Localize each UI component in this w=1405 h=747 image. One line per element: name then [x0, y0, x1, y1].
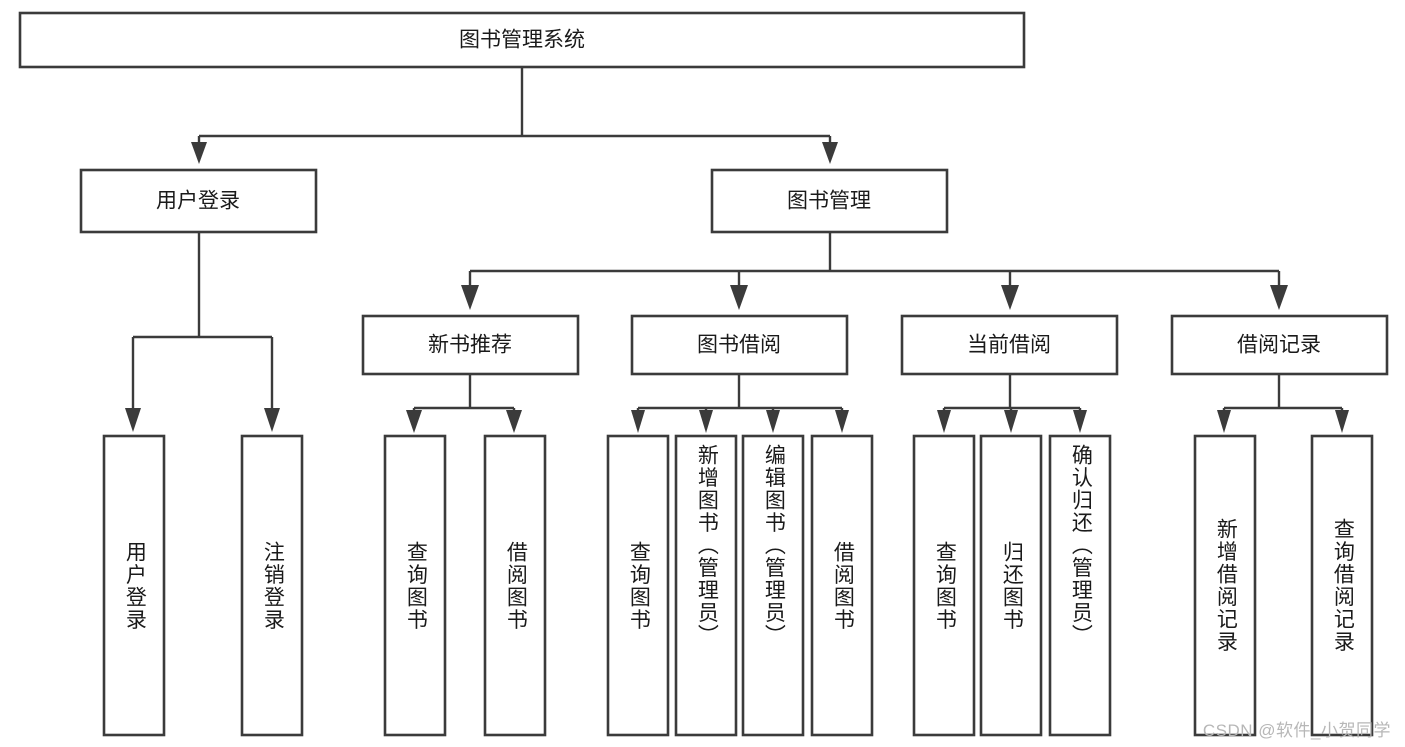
connector-group-book-borrow — [631, 374, 849, 433]
arrow-head-leaf-query-record — [1335, 410, 1349, 433]
arrow-head-leaf-add-book — [699, 410, 713, 433]
node-new-book-recommend-label: 新书推荐 — [428, 334, 512, 357]
node-borrow-record[interactable]: 借阅记录 — [1170, 314, 1389, 376]
node-current-borrow[interactable]: 当前借阅 — [900, 314, 1119, 376]
arrow-head-current-borrow — [1001, 285, 1019, 310]
node-borrow-record-label: 借阅记录 — [1237, 334, 1321, 357]
arrow-head-book-manage — [822, 142, 838, 164]
connector-group-new-book-recommend — [406, 374, 522, 433]
node-leaf-query-record-rect[interactable] — [1310, 434, 1374, 737]
arrow-head-leaf-user-login — [125, 408, 141, 432]
connector-group-user-login — [125, 232, 280, 432]
connector-group-root — [191, 67, 838, 164]
node-borrow-record-rect[interactable] — [1170, 314, 1389, 376]
node-book-manage[interactable]: 图书管理 — [710, 168, 949, 234]
arrow-head-leaf-borrow-book-2 — [835, 410, 849, 433]
node-leaf-borrow-book-2-rect[interactable] — [810, 434, 874, 737]
arrow-head-leaf-add-record — [1217, 410, 1231, 433]
node-leaf-add-book-rect[interactable] — [674, 434, 738, 737]
node-leaf-query-book-1-rect[interactable] — [383, 434, 447, 737]
arrow-head-leaf-query-book-1 — [406, 410, 422, 433]
arrow-head-leaf-edit-book — [766, 410, 780, 433]
arrow-head-leaf-logout-login — [264, 408, 280, 432]
node-book-manage-label: 图书管理 — [787, 190, 871, 213]
arrow-head-leaf-query-book-2 — [631, 410, 645, 433]
node-new-book-recommend[interactable]: 新书推荐 — [361, 314, 580, 376]
arrow-head-leaf-confirm-return — [1073, 410, 1087, 433]
arrow-head-book-borrow — [730, 285, 748, 310]
node-root-label: 图书管理系统 — [459, 29, 585, 52]
node-user-login-label: 用户登录 — [156, 190, 240, 213]
node-user-login[interactable]: 用户登录 — [79, 168, 318, 234]
node-root-rect[interactable] — [18, 11, 1026, 69]
connector-group-book-manage — [461, 232, 1288, 310]
node-book-borrow[interactable]: 图书借阅 — [630, 314, 849, 376]
node-book-borrow-rect[interactable] — [630, 314, 849, 376]
node-leaf-query-book-2-rect[interactable] — [606, 434, 670, 737]
node-user-login-rect[interactable] — [79, 168, 318, 234]
node-leaf-borrow-book-1-rect[interactable] — [483, 434, 547, 737]
arrow-head-user-login — [191, 142, 207, 164]
node-book-borrow-label: 图书借阅 — [697, 334, 781, 357]
node-leaf-query-book-3-rect[interactable] — [912, 434, 976, 737]
arrow-head-new-book-recommend — [461, 285, 479, 310]
node-new-book-recommend-rect[interactable] — [361, 314, 580, 376]
node-leaf-confirm-return-rect[interactable] — [1048, 434, 1112, 737]
connector-group-borrow-record — [1217, 374, 1349, 433]
arrow-head-leaf-query-book-3 — [937, 410, 951, 433]
node-leaf-return-book-rect[interactable] — [979, 434, 1043, 737]
arrow-head-borrow-record — [1270, 285, 1288, 310]
node-root[interactable]: 图书管理系统 — [18, 11, 1026, 69]
node-current-borrow-rect[interactable] — [900, 314, 1119, 376]
node-leaf-add-record-rect[interactable] — [1193, 434, 1257, 737]
node-leaf-user-login-rect[interactable] — [102, 434, 166, 737]
node-leaf-edit-book-rect[interactable] — [741, 434, 805, 737]
arrow-head-leaf-return-book — [1004, 410, 1018, 433]
connector-group-current-borrow — [937, 374, 1087, 433]
node-book-manage-rect[interactable] — [710, 168, 949, 234]
watermark: CSDN @软件_小贺同学 — [1202, 721, 1391, 740]
node-leaf-logout-login-rect[interactable] — [240, 434, 304, 737]
arrow-head-leaf-borrow-book-1 — [506, 410, 522, 433]
node-current-borrow-label: 当前借阅 — [967, 334, 1051, 357]
